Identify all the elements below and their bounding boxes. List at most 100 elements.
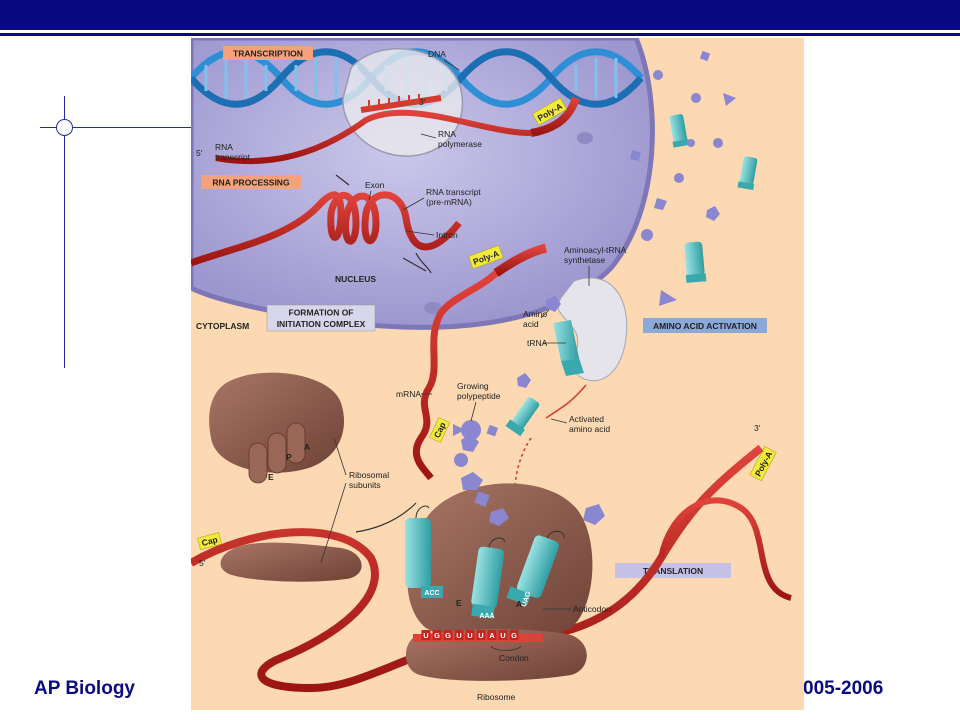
nuclear-pore xyxy=(577,132,593,144)
anticodon-left: ACC xyxy=(424,590,439,597)
free-amino-acids xyxy=(629,50,736,306)
nascent-rna xyxy=(360,95,442,113)
codon-base-cell xyxy=(465,630,475,640)
transcription-label: TRANSCRIPTION xyxy=(233,49,303,59)
rna-processing-label-box: RNA PROCESSING xyxy=(201,175,301,189)
amino-acid-in-synthetase xyxy=(546,296,561,312)
formation-label-line2: INITIATION COMPLEX xyxy=(277,319,366,329)
mrna-exit-ribbon xyxy=(412,270,499,481)
dna-label: DNA xyxy=(428,49,446,59)
five-prime-top-label: 5′ xyxy=(196,148,203,158)
initiation-complex-label-box: FORMATION OF INITIATION COMPLEX xyxy=(266,304,376,332)
rna-polymerase-label-line1: RNA xyxy=(438,129,456,139)
free-trna xyxy=(684,241,707,283)
mrna-translation-ribbon xyxy=(188,444,764,693)
rna-transcript-label-line1: RNA xyxy=(215,142,233,152)
codon-base-letter: G xyxy=(434,631,440,640)
translation-label: TRANSLATION xyxy=(643,566,703,576)
process-arrow xyxy=(335,174,350,186)
three-prime-bottom-label: 3′ xyxy=(754,423,761,433)
translation-label-box: TRANSLATION xyxy=(615,563,731,578)
ribosome-label: Ribosome xyxy=(477,692,516,702)
site-e-label-small: E xyxy=(268,472,274,482)
codon-base-cell xyxy=(509,630,519,640)
activated-amino-acid xyxy=(517,373,531,388)
site-e-label: E xyxy=(456,598,462,608)
synthetase-label-line1: Aminoacyl-tRNA xyxy=(564,245,627,255)
codon-base-letter: G xyxy=(445,631,451,640)
pre-mrna-label-line1: RNA transcript xyxy=(426,187,481,197)
codon-base-letter: U xyxy=(456,631,461,640)
anticodon-middle: AAA xyxy=(479,613,494,620)
codon-base-letter: U xyxy=(500,631,505,640)
codon-base-letter: G xyxy=(511,631,517,640)
process-arrow xyxy=(355,502,417,533)
cap-label: Cap xyxy=(201,534,219,548)
pre-mrna-label-line2: (pre-mRNA) xyxy=(426,197,472,207)
formation-label-line1: FORMATION OF xyxy=(289,308,354,318)
growing-polypeptide-label-line2: polypeptide xyxy=(457,391,501,401)
five-prime-bottom-label: 5′ xyxy=(199,558,206,568)
trna-in-synthetase xyxy=(553,320,584,376)
crosshair-circle-icon xyxy=(56,119,73,136)
small-ribosomal-subunit xyxy=(220,542,362,582)
cap-tag-bottom: Cap xyxy=(197,532,223,551)
codon-base-cell xyxy=(454,630,464,640)
nucleus-label: NUCLEUS xyxy=(335,274,376,284)
rna-processing-label: RNA PROCESSING xyxy=(212,178,290,188)
codon-label: Condon xyxy=(499,653,529,663)
activated-amino-acid-label-line1: Activated xyxy=(569,414,604,424)
intron-label: Intron xyxy=(436,230,458,240)
codon-base-letter: U xyxy=(423,631,428,640)
footer-course-title: AP Biology xyxy=(34,678,135,699)
process-arrow xyxy=(402,257,427,272)
nuclear-pore xyxy=(424,302,442,314)
codon-base-cell xyxy=(498,630,508,640)
trna-e-site: ACC xyxy=(405,505,443,598)
crosshair-vertical-line xyxy=(64,96,65,368)
codon-base-cell xyxy=(487,630,497,640)
site-a-label-small: A xyxy=(304,442,310,452)
trna-label: tRNA xyxy=(527,338,548,348)
activated-amino-acid-label-line2: amino acid xyxy=(569,424,610,434)
growing-polypeptide-chain xyxy=(453,420,605,526)
cytoplasm-label: CYTOPLASM xyxy=(196,321,249,331)
amino-acid-activation-label-box: AMINO ACID ACTIVATION xyxy=(643,318,767,333)
codon-base-cell xyxy=(443,630,453,640)
site-p-label: P xyxy=(286,452,292,462)
process-arrow xyxy=(415,252,432,274)
site-a-label: A xyxy=(516,599,522,609)
trna-p-site xyxy=(471,537,506,619)
codon-base-cell xyxy=(421,630,431,640)
codon-base-cell xyxy=(432,630,442,640)
transcription-label-box: TRANSCRIPTION xyxy=(223,46,313,60)
mrna-label: mRNA xyxy=(396,389,421,399)
activation-arrow xyxy=(545,384,587,419)
codon-base-letter: A xyxy=(489,631,495,640)
top-title-bar xyxy=(0,0,960,30)
codon-base-cell xyxy=(476,630,486,640)
codon-base-letter: U xyxy=(478,631,483,640)
codon-base-letter: U xyxy=(467,631,472,640)
growing-polypeptide-label-line1: Growing xyxy=(457,381,489,391)
protein-synthesis-figure: TRANSCRIPTION RNA PROCESSING FORMATION O… xyxy=(188,35,804,710)
protein-synthesis-diagram: TRANSCRIPTION RNA PROCESSING FORMATION O… xyxy=(188,35,792,702)
rna-transcript-label-line2: transcript xyxy=(215,152,251,162)
three-prime-dna-label: 3′ xyxy=(419,97,426,107)
amino-acid-activation-label: AMINO ACID ACTIVATION xyxy=(653,321,757,331)
amino-acid-label-line2: acid xyxy=(523,319,539,329)
synthetase-label-line2: synthetase xyxy=(564,255,605,265)
activated-trna xyxy=(505,397,540,437)
large-ribosomal-subunit xyxy=(209,372,345,473)
pre-mrna-ribbon xyxy=(189,191,462,267)
amino-acid-label-line1: Amino xyxy=(523,309,547,319)
anticodon-label: Anticodon xyxy=(573,604,611,614)
translating-ribosome-small-subunit xyxy=(405,629,587,681)
ribosomal-subunits-label-line2: subunits xyxy=(349,480,381,490)
trna-a-site xyxy=(506,530,565,606)
rna-polymerase-label-line2: polymerase xyxy=(438,139,482,149)
free-trna xyxy=(669,114,690,148)
exon-label: Exon xyxy=(365,180,385,190)
crosshair-horizontal-line xyxy=(40,127,200,128)
